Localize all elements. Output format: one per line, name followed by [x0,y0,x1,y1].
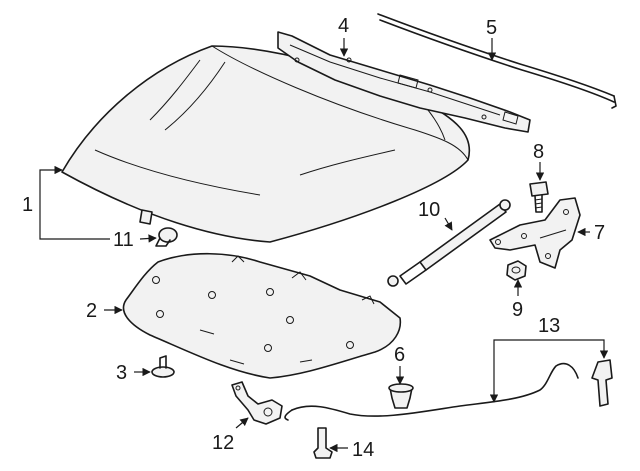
callout-7: 7 [594,222,605,244]
callout-12: 12 [212,432,234,454]
hinge-part [489,197,581,269]
nut-part [506,260,527,281]
weatherstrip-part [377,13,617,109]
cable-clip-part [313,427,333,459]
callout-14: 14 [352,439,374,461]
lift-strut-part [387,199,511,287]
release-cable-part [284,359,613,421]
callout-10: 10 [418,199,440,221]
callout-6: 6 [394,344,405,366]
callout-5: 5 [486,17,497,39]
callout-1: 1 [22,194,33,216]
callout-11: 11 [113,229,134,251]
leader-lines [39,38,609,453]
clip-part [151,355,175,378]
callout-8: 8 [533,141,544,163]
bumper-part [155,227,178,247]
insulator-pad-part [122,252,402,379]
hood-part [61,45,471,243]
bolt-part [529,181,549,213]
callout-13: 13 [538,315,560,337]
callout-2: 2 [86,300,97,322]
callout-9: 9 [512,299,523,321]
callout-4: 4 [338,15,349,37]
bumper-stop-part [388,383,414,409]
latch-part [231,381,283,425]
callout-3: 3 [116,362,127,384]
front-seal-part [277,31,531,133]
